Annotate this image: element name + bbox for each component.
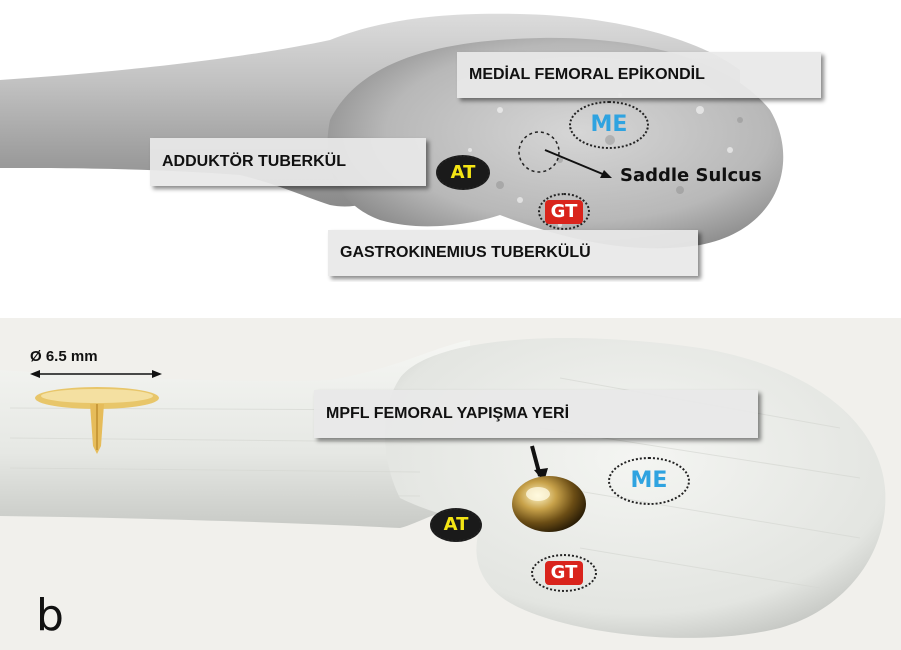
label-gastrocnemius-tubercle: GASTROKINEMIUS TUBERKÜLÜ	[328, 230, 698, 276]
panel-letter-a: a	[36, 272, 63, 282]
panel-b: Ø 6.5 mm MPFL FEMORAL YAPIŞMA YERİ ME AT…	[0, 318, 901, 650]
marker-me: ME	[608, 457, 690, 505]
marker-me: ME	[569, 101, 649, 149]
brass-pin-icon	[512, 476, 586, 532]
femur-sawbone-model	[0, 318, 901, 650]
marker-at: AT	[430, 508, 482, 542]
marker-gt: GT	[531, 554, 597, 592]
panel-a: MEDİAL FEMORAL EPİKONDİL ADDUKTÖR TUBERK…	[0, 0, 901, 282]
marker-at: AT	[436, 155, 490, 190]
marker-gt: GT	[538, 193, 590, 230]
label-adductor-tubercle: ADDUKTÖR TUBERKÜL	[150, 138, 426, 186]
label-implant-diameter: Ø 6.5 mm	[30, 348, 98, 365]
label-saddle-sulcus: Saddle Sulcus	[620, 165, 762, 186]
label-mpfl-femoral-insertion: MPFL FEMORAL YAPIŞMA YERİ	[314, 390, 758, 438]
label-medial-femoral-epicondyle: MEDİAL FEMORAL EPİKONDİL	[457, 52, 821, 98]
panel-letter-b: b	[36, 594, 64, 638]
